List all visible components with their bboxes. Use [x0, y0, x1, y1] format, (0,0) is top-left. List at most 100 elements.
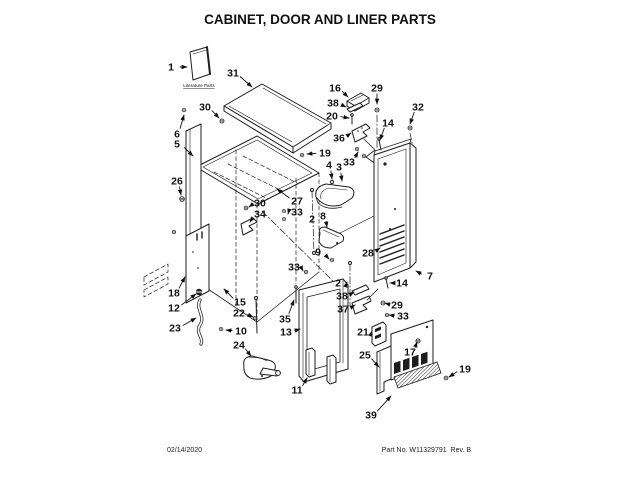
scoop-handle-end: [275, 370, 281, 376]
hinge-zigzag-line: [366, 288, 379, 301]
callout-label-19: 19: [319, 148, 331, 160]
screw-icon: [354, 146, 360, 152]
grille-slat: [403, 357, 410, 371]
bracket-slot: [375, 326, 381, 333]
callout-label-32: 32: [412, 102, 424, 114]
callout-label-21: 21: [357, 327, 369, 339]
callout-leader-20: [340, 114, 350, 120]
top-panel-art: [219, 83, 332, 158]
callout-label-1: 1: [168, 62, 174, 74]
callout-label-20: 20: [326, 111, 338, 123]
callout-label-16: 16: [329, 83, 341, 95]
callout-leader-19: [448, 371, 458, 378]
handle-screw: [329, 179, 335, 185]
screw-icon: [299, 152, 305, 158]
hinge-cover-line: [350, 94, 364, 102]
screw-icon: [218, 326, 224, 332]
pin-14-bottom: [385, 278, 389, 289]
door-hole: [394, 208, 396, 210]
screw-icon: [329, 257, 335, 263]
pin-14-top: [378, 139, 382, 151]
handle-bracket-art: [240, 179, 355, 263]
callout-leader-38: [348, 291, 355, 297]
screw-icon: [407, 125, 413, 131]
door-inner-border: [377, 148, 407, 276]
screw-icon: [181, 107, 187, 113]
callout-leader-22: [247, 312, 254, 318]
bottom-hinge-bracket: [351, 295, 372, 315]
callout-leader-24: [245, 348, 252, 357]
callout-label-15: 15: [234, 297, 246, 309]
callout-leader-12: [181, 293, 197, 306]
left-rail: [143, 276, 169, 298]
callout-leader-26: [177, 186, 183, 196]
page-title: CABINET, DOOR AND LINER PARTS: [204, 12, 436, 27]
screw-icon: [179, 196, 185, 202]
screw-icon: [219, 118, 225, 124]
panel-hole: [197, 267, 199, 269]
callout-leader-11: [302, 377, 308, 386]
callout-label-22: 22: [233, 308, 245, 320]
callout-leader-33: [298, 265, 304, 272]
top-panel-groove2: [262, 87, 327, 125]
callout-leader-13: [294, 328, 301, 333]
callout-leader-35: [288, 299, 295, 315]
callout-leader-19: [306, 151, 317, 156]
callout-leader-27: [276, 188, 290, 199]
callout-label-38: 38: [336, 291, 348, 303]
lower-hardware-art: [195, 269, 309, 346]
bracket-hole: [336, 242, 338, 244]
door-hole: [389, 228, 391, 230]
door-vent-slats: [379, 224, 405, 265]
screw-icon: [171, 229, 177, 235]
screw-icon: [303, 269, 309, 275]
screw-icon: [443, 375, 449, 381]
bottom-hinge-art: [348, 261, 390, 318]
callout-label-11: 11: [291, 385, 302, 397]
left-rail: [143, 263, 169, 286]
callout-label-26: 26: [171, 176, 183, 188]
cabinet-hidden-line: [227, 163, 283, 192]
callout-label-5: 5: [174, 139, 180, 151]
screw-icon: [243, 205, 249, 211]
handle: [315, 183, 355, 207]
lower-side-panel: [185, 223, 210, 304]
callout-label-39: 39: [365, 410, 377, 422]
panel-slots: [196, 231, 203, 241]
callout-leader-15: [223, 288, 234, 299]
screw-axis-line: [409, 132, 414, 148]
callout-leader-34: [249, 216, 255, 223]
callout-leader-8: [323, 221, 329, 228]
callout-label-6: 6: [174, 129, 180, 141]
callout-label-30: 30: [254, 198, 266, 210]
callout-leader-18: [178, 276, 186, 289]
callout-leader-29: [384, 302, 391, 307]
grille-slat: [421, 351, 428, 365]
liner-frame-inner: [306, 288, 341, 372]
callout-leader-33: [388, 313, 395, 318]
callout-label-7: 7: [427, 271, 433, 283]
callout-label-31: 31: [227, 68, 239, 80]
grille-slat: [412, 354, 419, 368]
handle-inner-line: [320, 187, 348, 200]
footer-part-number: Part No. W11329791 Rev. B: [382, 447, 472, 454]
callout-label-2: 2: [335, 278, 341, 290]
literature-booklet-art: [189, 46, 211, 81]
pin-head: [294, 285, 298, 289]
callout-label-23: 23: [169, 323, 181, 335]
screw-icon: [281, 208, 287, 214]
rod-end: [312, 251, 316, 255]
callout-label-9: 9: [315, 247, 321, 259]
callout-leader-31: [239, 76, 253, 88]
literature-parts-label: Literature Parts: [183, 83, 215, 88]
callout-label-30: 30: [199, 102, 211, 114]
callout-label-35: 35: [279, 314, 291, 326]
hinge-rod-upper: [311, 190, 315, 255]
callout-leader-23: [182, 317, 197, 326]
cabinet-top-frame-inner: [202, 139, 313, 200]
screw-icon: [384, 312, 390, 318]
cabinet-hidden-line: [242, 155, 298, 184]
clip-34: [240, 217, 258, 236]
booklet-fold: [192, 49, 207, 55]
door-art: [373, 138, 417, 289]
